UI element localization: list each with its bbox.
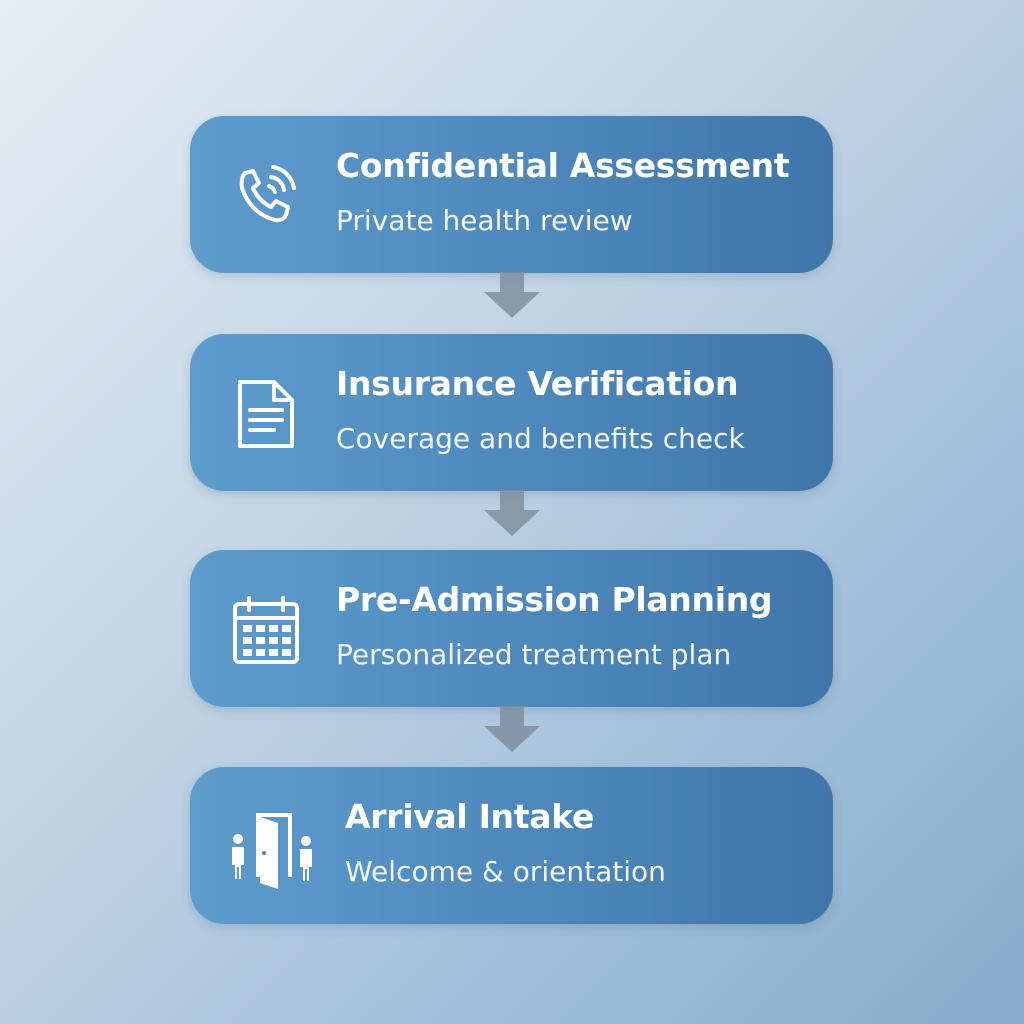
- phone-icon: [226, 156, 306, 236]
- step-title: Pre-Admission Planning: [336, 580, 773, 619]
- arrow-down-icon: [484, 706, 540, 752]
- arrow-down-icon: [484, 272, 540, 318]
- calendar-icon: [226, 590, 306, 670]
- step-confidential-assessment: Confidential Assessment Private health r…: [190, 116, 833, 273]
- step-subtitle: Personalized treatment plan: [336, 638, 732, 671]
- step-title: Arrival Intake: [345, 797, 595, 836]
- step-arrival-intake: Arrival Intake Welcome & orientation: [190, 767, 833, 924]
- step-pre-admission-planning: Pre-Admission Planning Personalized trea…: [190, 550, 833, 707]
- step-subtitle: Welcome & orientation: [345, 855, 666, 888]
- step-title: Confidential Assessment: [336, 146, 790, 185]
- step-insurance-verification: Insurance Verification Coverage and bene…: [190, 334, 833, 491]
- step-title: Insurance Verification: [336, 364, 739, 403]
- arrow-down-icon: [484, 490, 540, 536]
- step-subtitle: Coverage and benefits check: [336, 422, 745, 455]
- step-subtitle: Private health review: [336, 204, 633, 237]
- door-people-icon: [224, 807, 320, 889]
- document-icon: [226, 374, 306, 454]
